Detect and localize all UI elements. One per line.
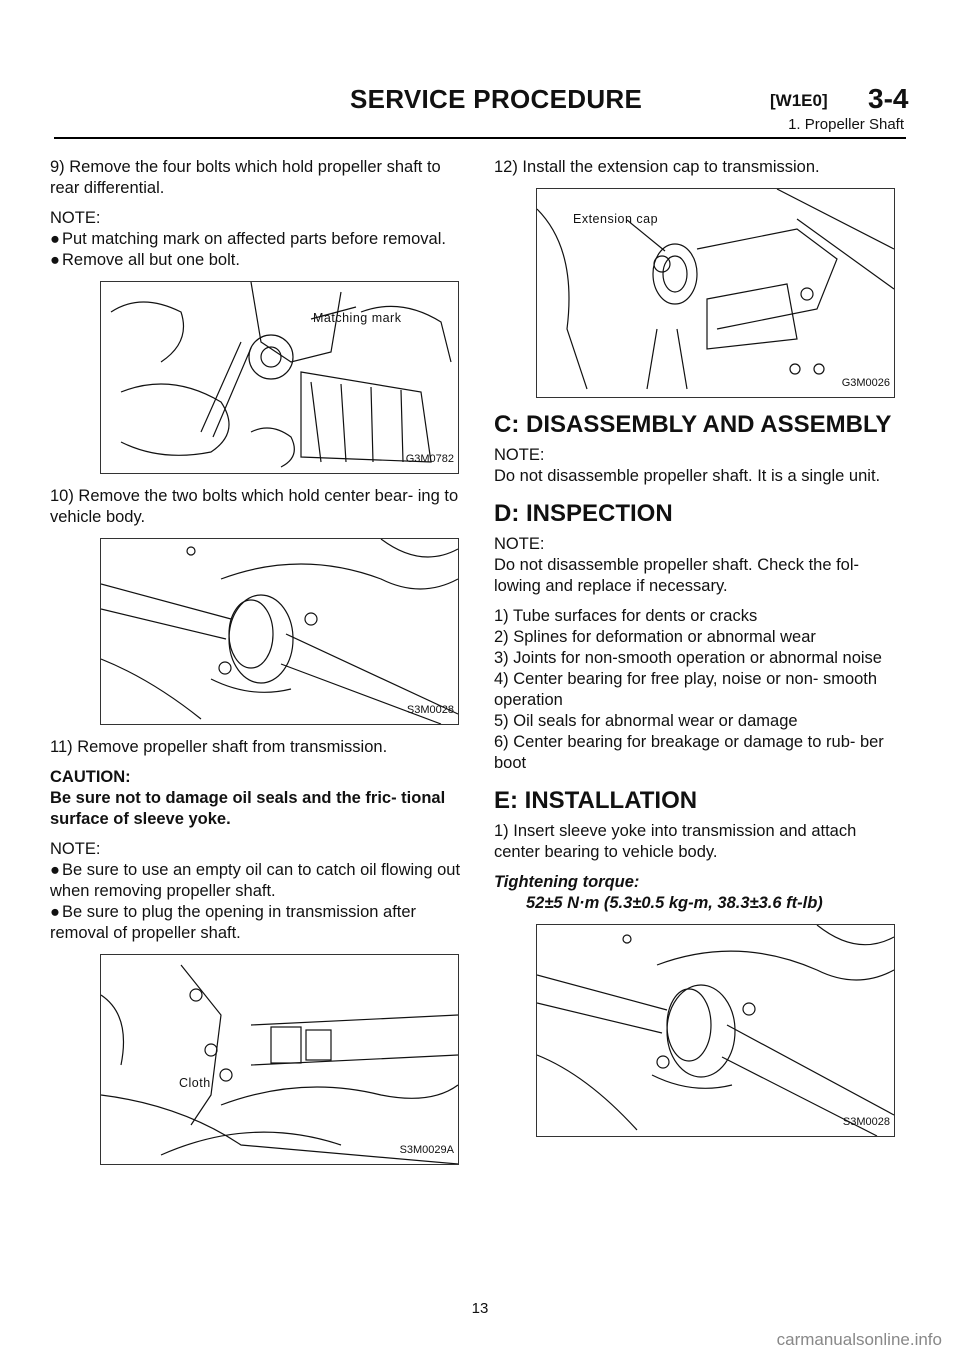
install-step-1: 1) Insert sleeve yoke into transmission … [494, 822, 857, 861]
header-title: SERVICE PROCEDURE [350, 84, 643, 114]
illustration-matching-mark [110, 282, 452, 468]
inspection-item: 6) Center bearing for breakage or damage… [494, 733, 884, 772]
section-d-note: NOTE: Do not disassemble propeller shaft… [494, 534, 905, 597]
note-label: NOTE: [50, 840, 101, 858]
section-c-heading: C: DISASSEMBLY AND ASSEMBLY [494, 411, 892, 438]
note-bullet: ●Remove all but one bolt. [50, 251, 240, 269]
note-text: Do not disassemble propeller shaft. It i… [494, 467, 881, 485]
step-11: 11) Remove propeller shaft from transmis… [50, 738, 388, 756]
callout-matching-mark: Matching mark [313, 311, 402, 325]
header-rule [54, 137, 906, 139]
inspection-list: 1) Tube surfaces for dents or cracks 2) … [494, 606, 905, 774]
figure-id: S3M0028 [842, 1116, 890, 1128]
caution-block: CAUTION: Be sure not to damage oil seals… [50, 767, 461, 830]
note-bullet: ●Be sure to plug the opening in transmis… [50, 903, 417, 942]
torque-value: 52±5 N·m (5.3±0.5 kg-m, 38.3±3.6 ft-lb) [526, 894, 823, 912]
header-section-number: 3-4 [868, 83, 909, 114]
caution-label: CAUTION: [50, 768, 131, 786]
header-code: [W1E0] [770, 91, 828, 110]
note-bullet: ●Be sure to use an empty oil can to catc… [50, 861, 461, 900]
section-c-note: NOTE: Do not disassemble propeller shaft… [494, 445, 905, 487]
watermark: carmanualsonline.info [776, 1330, 942, 1349]
note-label: NOTE: [494, 446, 545, 464]
bullet-icon: ● [50, 861, 60, 879]
figure-id: S3M0029A [399, 1144, 454, 1156]
figure-id: G3M0026 [841, 377, 890, 389]
figure-id: S3M0028 [406, 704, 454, 716]
bullet-icon: ● [50, 251, 60, 269]
header-subtitle: 1. Propeller Shaft [788, 116, 904, 133]
figure-center-bearing-install: S3M0028 [536, 924, 895, 1137]
step-9: 9) Remove the four bolts which hold prop… [50, 158, 441, 197]
inspection-item: 5) Oil seals for abnormal wear or damage [494, 712, 798, 730]
illustration-center-bearing-install [537, 925, 894, 1136]
right-column: 12) Install the extension cap to transmi… [494, 157, 905, 1149]
figure-extension-cap: Extension cap G3M0026 [536, 188, 895, 398]
callout-cloth: Cloth [179, 1076, 211, 1090]
illustration-extension-cap [537, 189, 894, 390]
callout-extension-cap: Extension cap [573, 212, 659, 226]
figure-cloth: Cloth S3M0029A [100, 954, 459, 1165]
caution-text: Be sure not to damage oil seals and the … [50, 789, 446, 828]
section-e-heading: E: INSTALLATION [494, 787, 698, 814]
figure-center-bearing: S3M0028 [100, 538, 459, 725]
bullet-icon: ● [50, 230, 60, 248]
torque-label: Tightening torque: [494, 873, 640, 891]
left-column: 9) Remove the four bolts which hold prop… [50, 157, 461, 1177]
note-1: NOTE: ●Put matching mark on affected par… [50, 208, 461, 271]
note-label: NOTE: [494, 535, 545, 553]
illustration-cloth [101, 964, 458, 1164]
note-2: NOTE: ●Be sure to use an empty oil can t… [50, 839, 461, 944]
note-text: Do not disassemble propeller shaft. Chec… [494, 556, 860, 595]
figure-matching-mark: Matching mark G3M0782 [100, 281, 459, 474]
note-label: NOTE: [50, 209, 101, 227]
inspection-item: 4) Center bearing for free play, noise o… [494, 670, 878, 709]
step-12: 12) Install the extension cap to transmi… [494, 158, 820, 176]
page-number: 13 [471, 1300, 489, 1317]
inspection-item: 3) Joints for non-smooth operation or ab… [494, 649, 882, 667]
section-d-heading: D: INSPECTION [494, 500, 673, 527]
note-bullet: ●Put matching mark on affected parts bef… [50, 230, 446, 248]
step-10: 10) Remove the two bolts which hold cent… [50, 487, 459, 526]
figure-id: G3M0782 [405, 453, 454, 465]
tightening-torque: Tightening torque: 52±5 N·m (5.3±0.5 kg-… [494, 872, 905, 914]
illustration-center-bearing [101, 539, 458, 724]
inspection-item: 1) Tube surfaces for dents or cracks [494, 607, 758, 625]
inspection-item: 2) Splines for deformation or abnormal w… [494, 628, 816, 646]
bullet-icon: ● [50, 903, 60, 921]
